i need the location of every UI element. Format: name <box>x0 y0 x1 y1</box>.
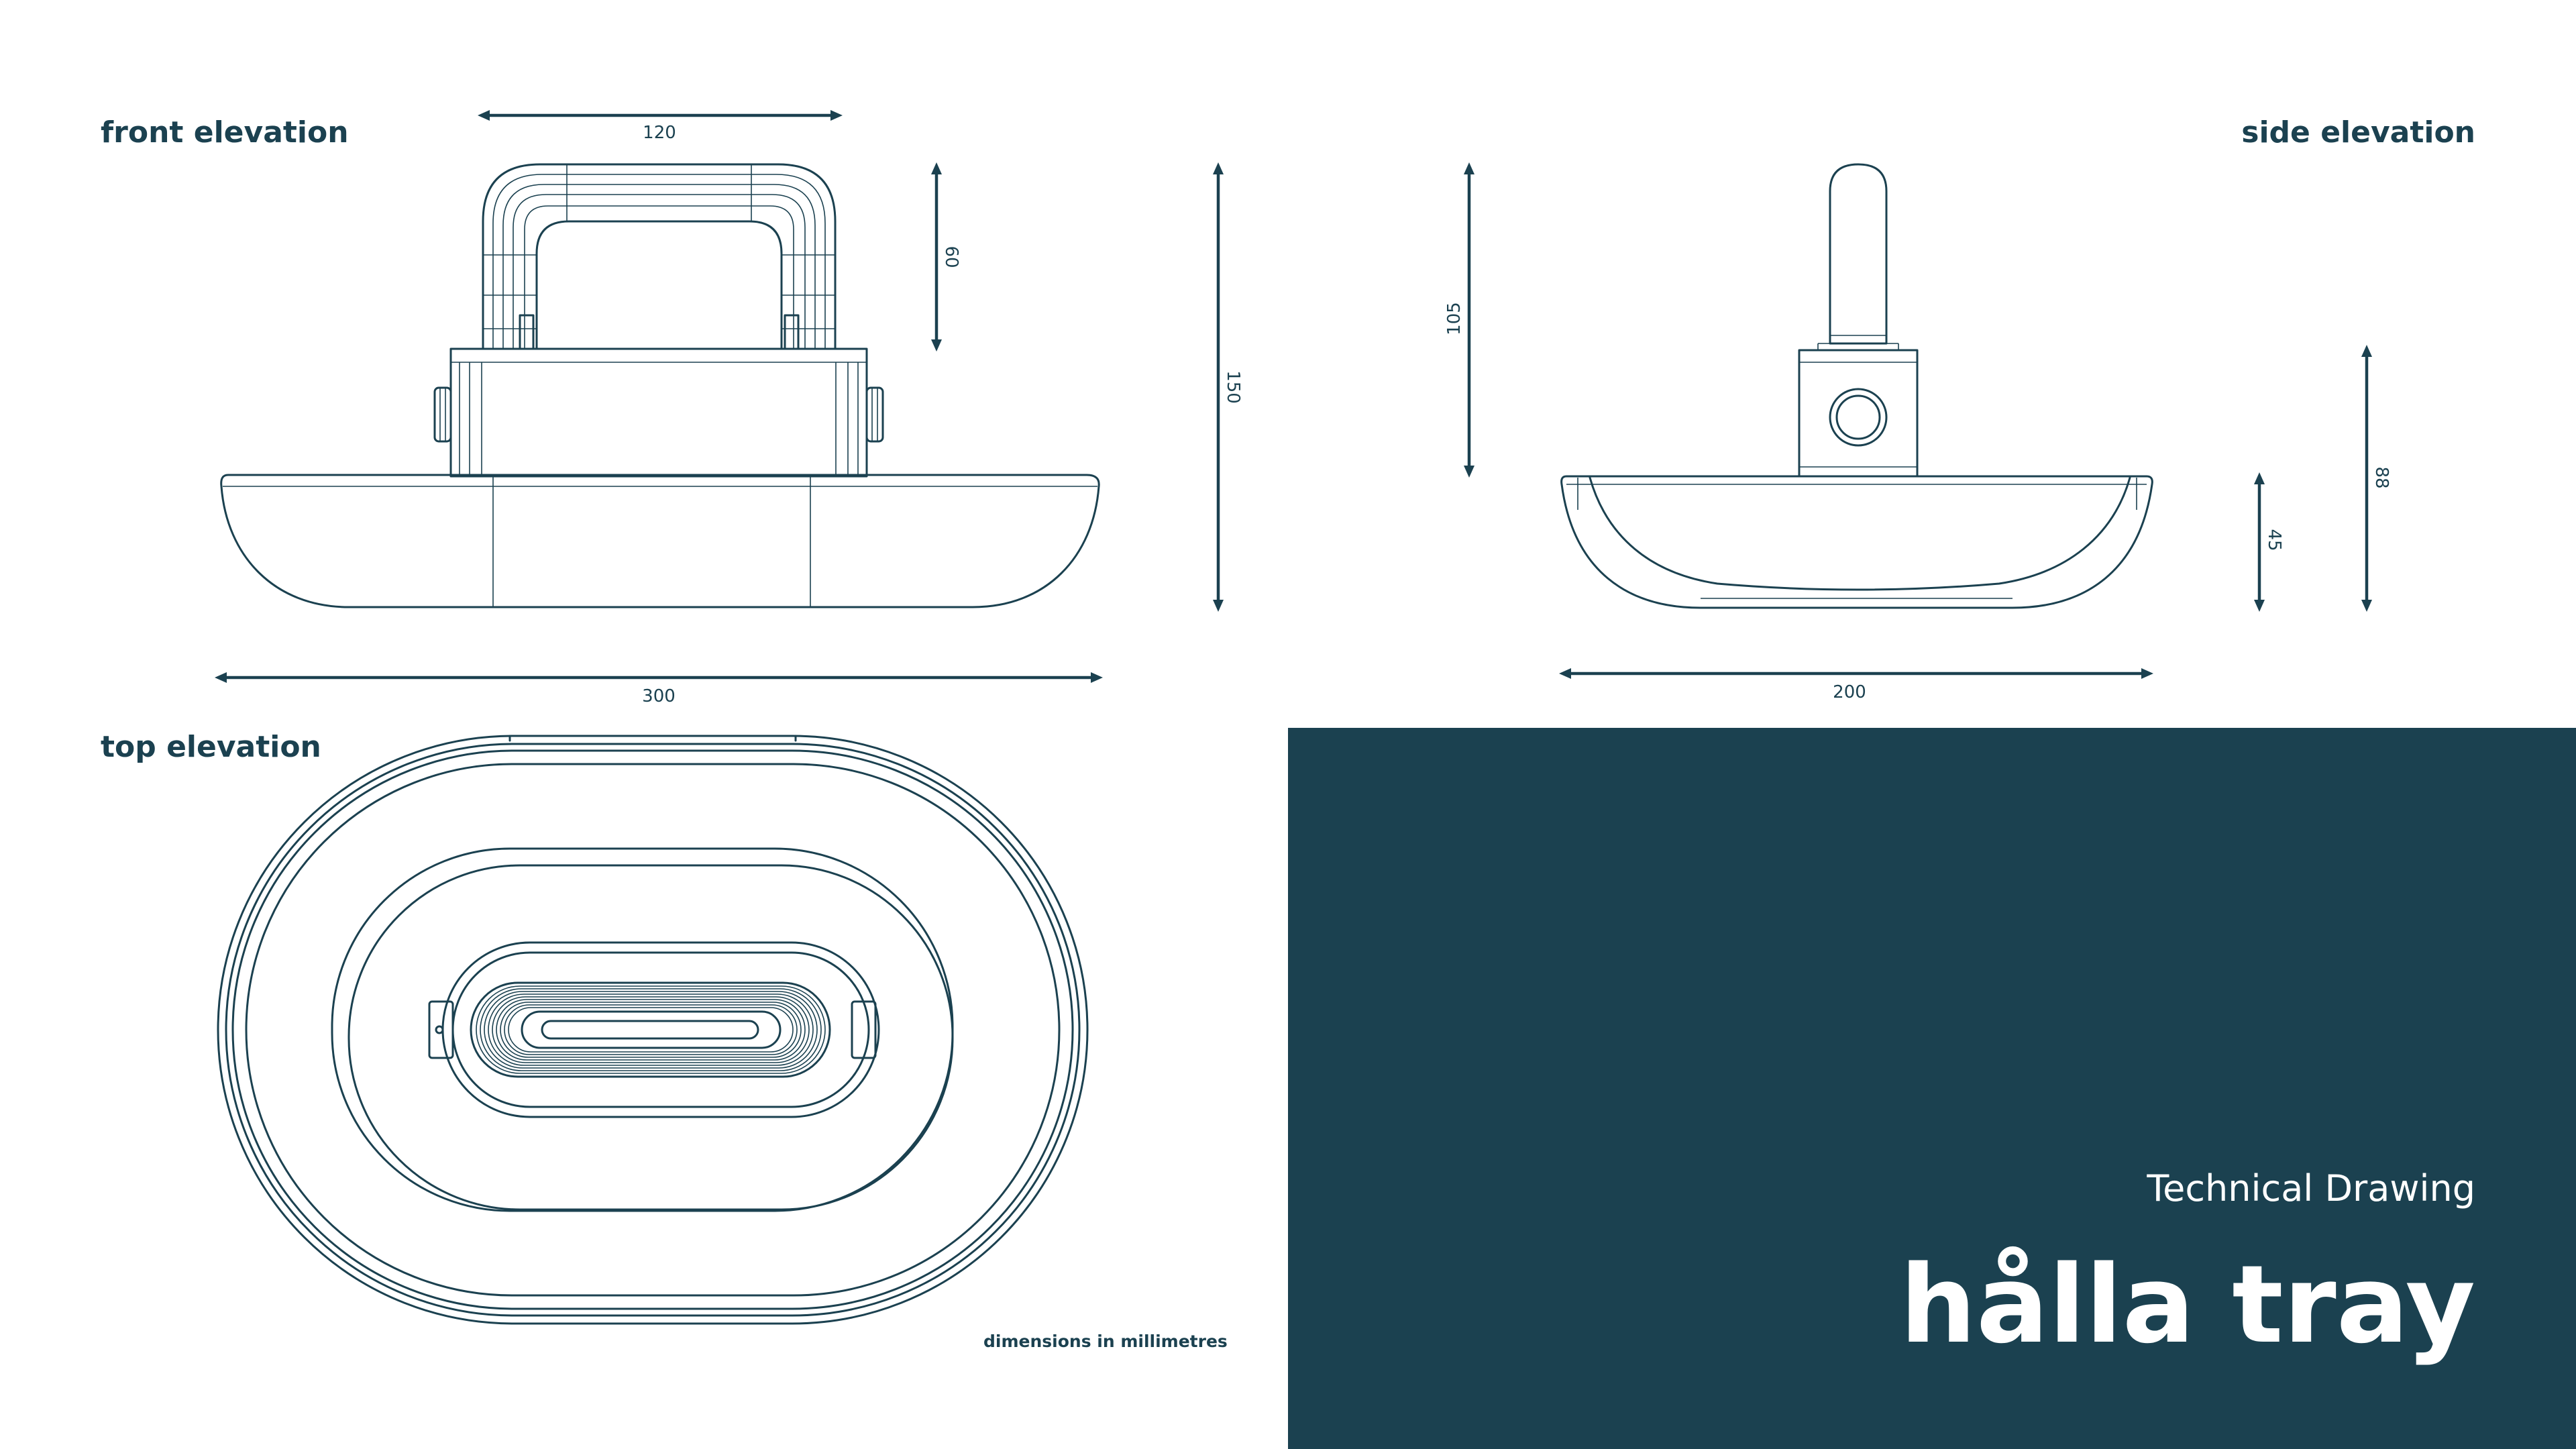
top-elevation-view <box>217 735 1089 1325</box>
front-elevation-label: front elevation <box>101 115 349 150</box>
dim-bowl-height: 45 <box>2264 529 2284 551</box>
front-handle <box>482 163 837 350</box>
dim-side-depth: 200 <box>1833 682 1866 702</box>
side-knob <box>1829 388 1888 447</box>
dim-overall-width: 300 <box>642 686 676 706</box>
top-outer-rim <box>217 735 1089 1325</box>
front-dimensions: 120 60 150 300 <box>215 110 1243 706</box>
side-tray <box>1560 475 2153 609</box>
dim-handle-width: 120 <box>643 123 676 143</box>
product-name: hålla tray <box>1900 1242 2475 1367</box>
top-elevation-label: top elevation <box>101 730 321 764</box>
title-block: Technical Drawing hålla tray <box>1288 728 2576 1449</box>
dim-body-height: 88 <box>2371 466 2392 488</box>
drawing-subtitle: Technical Drawing <box>2147 1167 2475 1210</box>
units-note: dimensions in millimetres <box>983 1332 1228 1351</box>
front-tray <box>220 474 1100 608</box>
dim-side-upper-height: 105 <box>1444 302 1464 335</box>
top-handle-grip <box>470 981 831 1078</box>
top-inner-well <box>331 847 954 1212</box>
side-hub <box>1798 349 1919 478</box>
dim-overall-height: 150 <box>1223 370 1243 404</box>
side-elevation-label: side elevation <box>2241 115 2475 150</box>
side-dimensions: 105 200 45 88 <box>1444 162 2392 702</box>
front-elevation-view <box>220 163 1100 608</box>
side-handle <box>1829 163 1888 345</box>
dim-handle-height: 60 <box>941 246 961 268</box>
side-elevation-view <box>1560 163 2153 609</box>
front-hub <box>433 347 884 478</box>
